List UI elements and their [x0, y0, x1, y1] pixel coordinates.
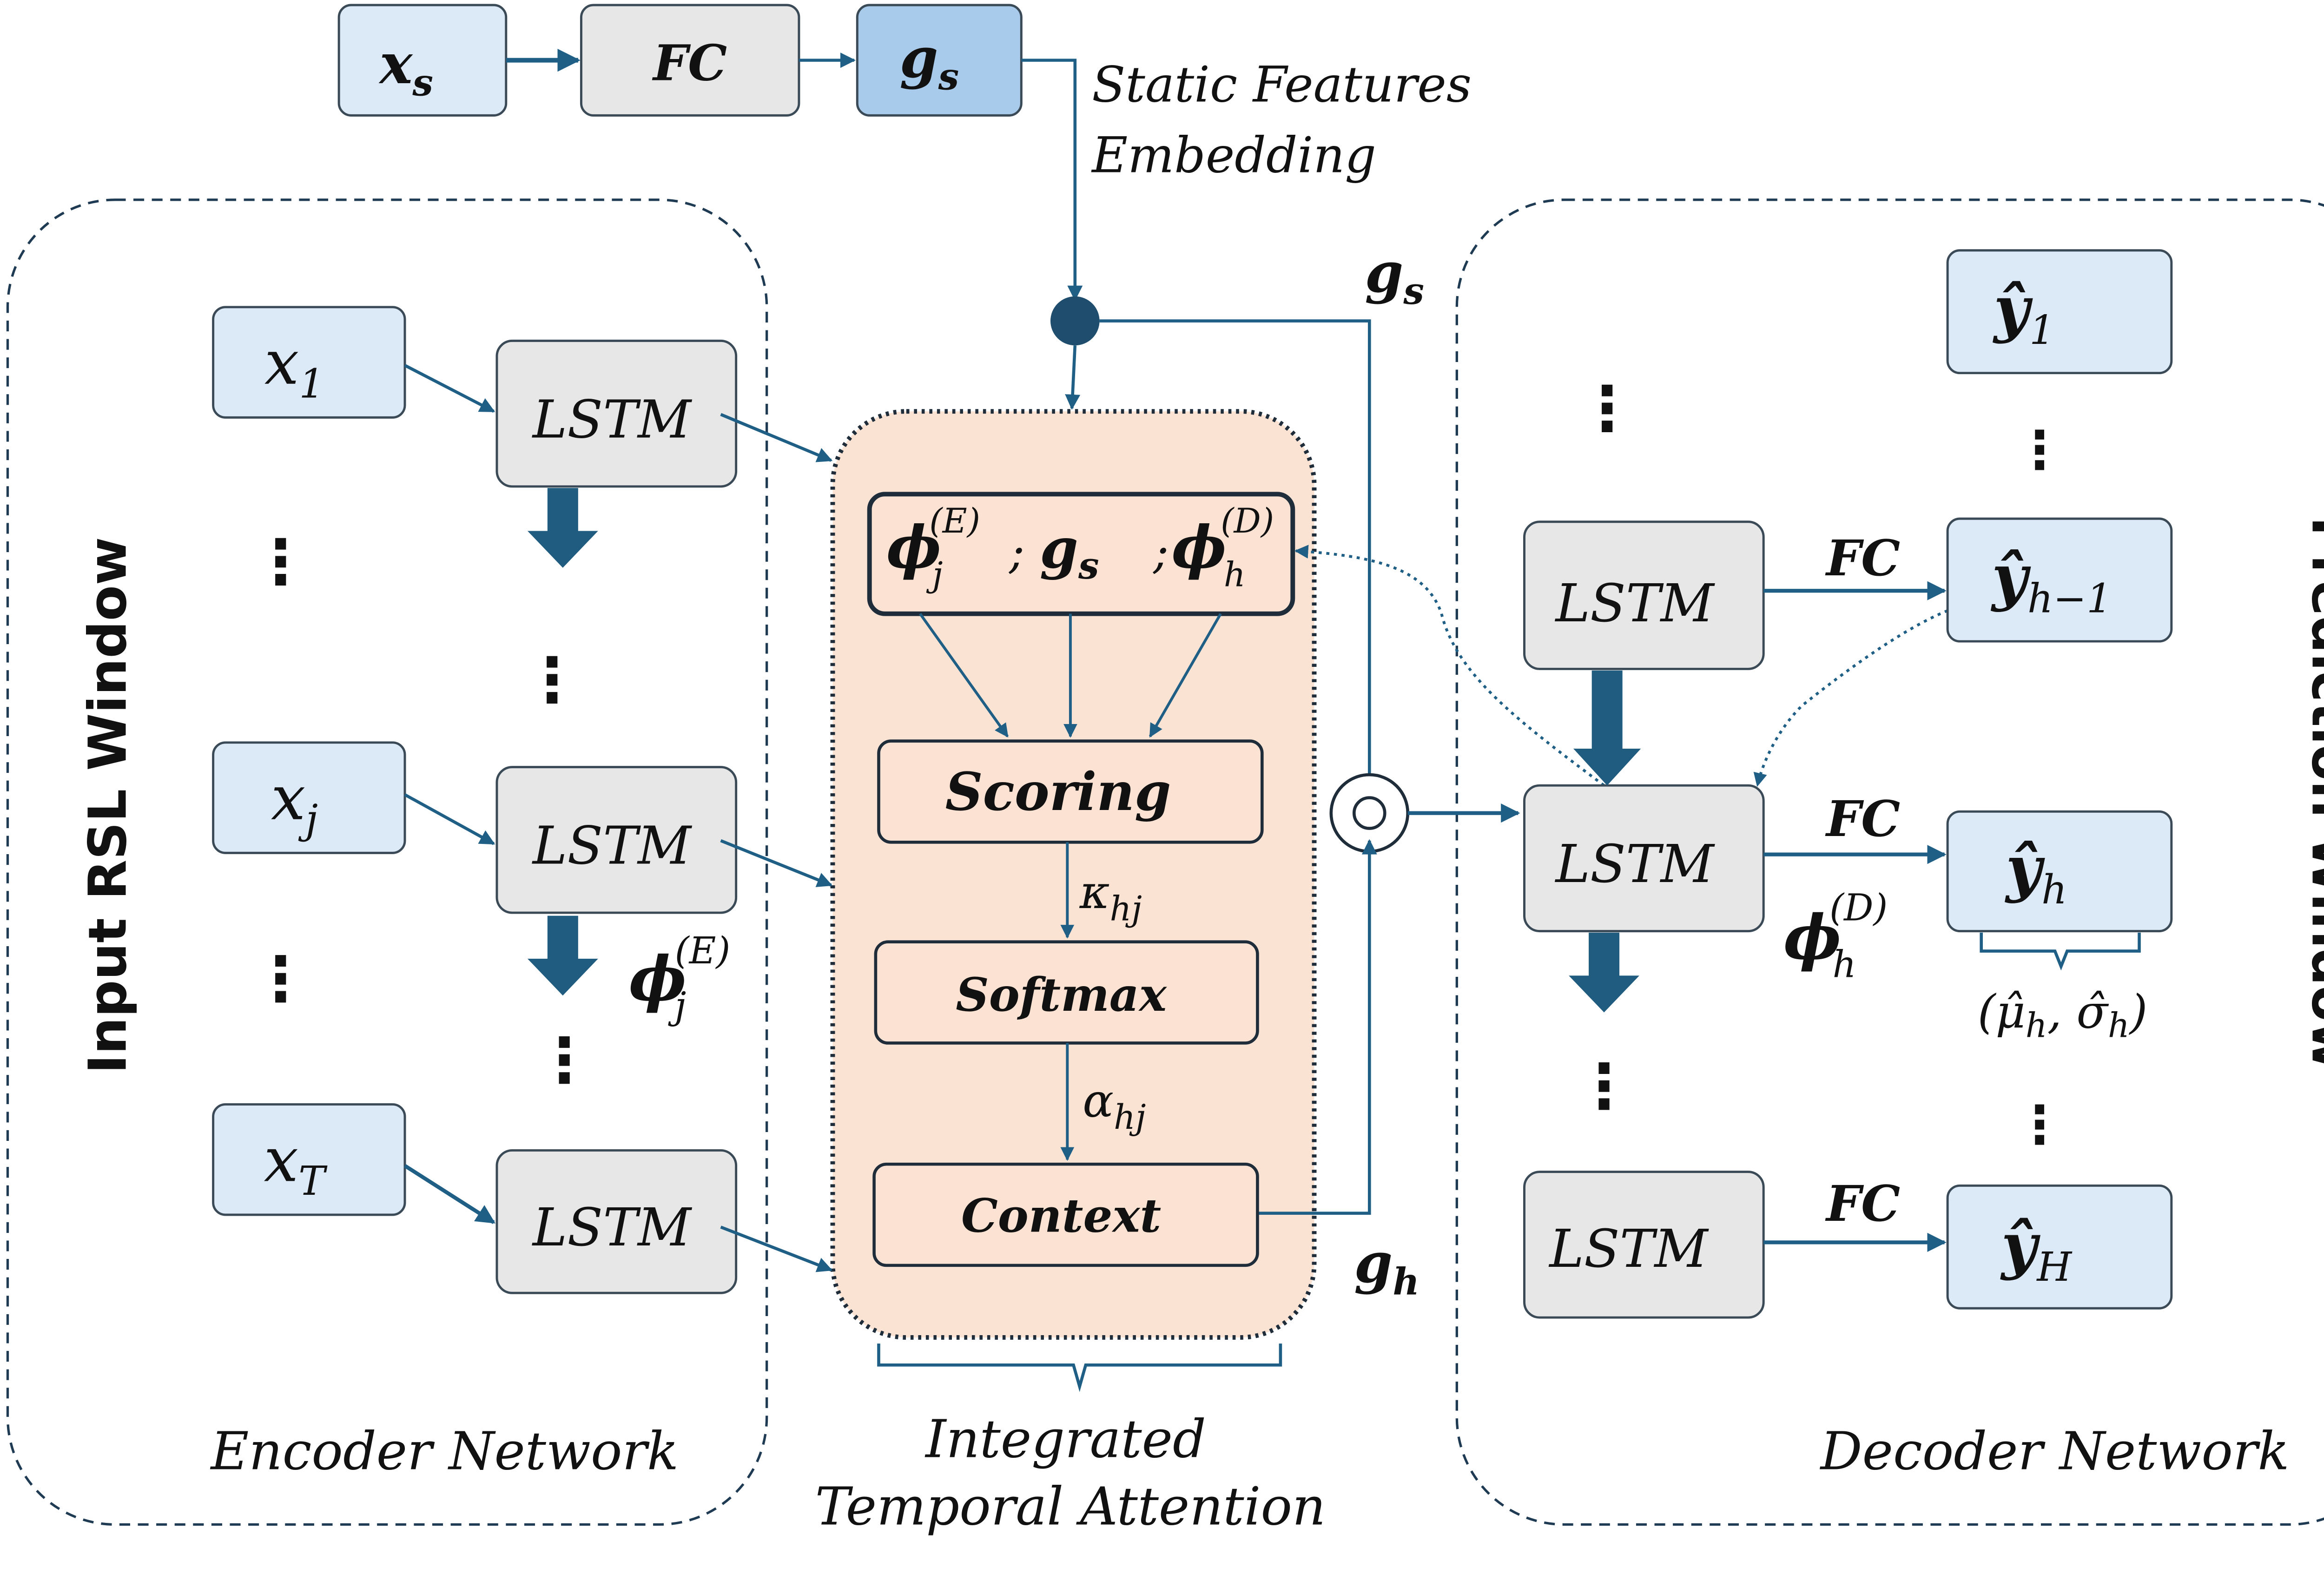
concat-sep-1: ; — [1008, 526, 1024, 579]
gs-right-label: gs — [1365, 240, 1424, 313]
decoder-phi-sub: h — [1833, 943, 1856, 986]
x1-to-lstm-arrow — [404, 364, 495, 413]
static-fc-label: FC — [652, 34, 727, 92]
encoder-dots-center-2: ⋮ — [534, 1025, 595, 1096]
encoder-side-label: Input RSL Window — [78, 537, 139, 1074]
concat-box — [867, 492, 1295, 616]
encoder-title: Encoder Network — [210, 1422, 679, 1482]
decoder-side-label: Prediction Window — [2300, 517, 2324, 1070]
output-y1-label: ŷ1 — [1992, 273, 2054, 354]
encoder-phi-sup: (E) — [675, 929, 731, 972]
decoder-fc-label-prev: FC — [1825, 529, 1900, 587]
concat-phi-d-sub: h — [1224, 555, 1246, 594]
concat-sep-2: ; — [1152, 526, 1169, 579]
context-to-merge-line — [1257, 839, 1377, 1215]
scoring-box — [877, 739, 1264, 844]
encoder-lstm-T-label: LSTM — [532, 1198, 693, 1258]
concat-to-scoring-arrow-left — [919, 612, 1009, 738]
encoder-dots-center-1: ⋮ — [522, 645, 583, 716]
gs-to-join-line — [1021, 59, 1083, 301]
concat-gs: gs — [1040, 516, 1099, 587]
decoder-thick-arrow-2 — [1569, 932, 1639, 1013]
decoder-lstm-H — [1523, 1171, 1765, 1319]
concat-phi-d-sup: (D) — [1221, 502, 1274, 541]
lstm1-to-attention-arrow — [720, 413, 833, 462]
xj-to-lstm-arrow — [404, 793, 495, 845]
gh-label: gh — [1354, 1231, 1419, 1303]
join-node — [1050, 296, 1100, 346]
output-params-label: (μ̂h, σ̂h) — [1978, 985, 2148, 1045]
encoder-dots-left-1: ⋮ — [250, 527, 311, 598]
decoder-dots-right-1: ⋮ — [2014, 420, 2066, 481]
encoder-input-x1-label: x1 — [264, 328, 324, 408]
encoder-input-xT-box — [212, 1103, 406, 1216]
encoder-panel — [6, 198, 768, 1526]
prev-output-feedback-arrow — [1753, 609, 1948, 787]
encoder-lstm-j — [495, 766, 738, 914]
decoder-fc-label-H: FC — [1825, 1175, 1900, 1232]
output-yh-1-box — [1946, 517, 2173, 643]
output-yh-1-label: ŷh−1 — [1990, 541, 2112, 622]
output-params-bracket — [1980, 932, 2141, 971]
encoder-dots-left-2: ⋮ — [250, 944, 311, 1015]
decoder-dots-right-2: ⋮ — [2014, 1095, 2066, 1155]
decoder-title: Decoder Network — [1820, 1422, 2290, 1482]
decoder-thick-arrow-1 — [1573, 670, 1641, 786]
encoder-lstm-1-label: LSTM — [532, 389, 693, 450]
encoder-phi-label: ϕ — [629, 943, 687, 1015]
decoder-lstm-h-label: LSTM — [1555, 834, 1716, 895]
decoder-dots-left-1: ⋮ — [1577, 374, 1638, 445]
concat-phi-e: ϕ — [886, 513, 941, 582]
encoder-lstm-j-label: LSTM — [532, 816, 693, 876]
alpha-label: αhj — [1083, 1074, 1146, 1137]
xs-label: xs — [378, 32, 433, 104]
encoder-thick-arrow-1 — [527, 488, 598, 568]
softmax-label: Softmax — [956, 968, 1167, 1022]
static-caption-line2: Embedding — [1091, 126, 1376, 184]
lstmj-to-attention-arrow — [720, 839, 833, 887]
scoring-label: Scoring — [945, 762, 1171, 823]
attention-bracket — [877, 1343, 1282, 1392]
context-box — [872, 1162, 1259, 1267]
encoder-input-xT-label: xT — [264, 1125, 328, 1205]
attention-title-line1: Integrated — [924, 1409, 1206, 1469]
attention-panel — [830, 409, 1317, 1340]
concat-phi-d: ϕ — [1172, 513, 1227, 582]
output-yH-box — [1946, 1184, 2173, 1310]
gs-right-line — [1099, 319, 1371, 786]
decoder-lstm-h — [1523, 784, 1765, 933]
softmax-box — [874, 940, 1259, 1045]
lstmT-to-attention-arrow — [720, 1225, 833, 1272]
decoder-lstm-prev-label: LSTM — [1555, 573, 1716, 634]
merge-node-inner — [1352, 796, 1386, 830]
join-to-attention-arrow — [1065, 345, 1081, 410]
attention-title-line2: Temporal Attention — [815, 1476, 1326, 1537]
output-yH-label: ŷH — [2000, 1210, 2073, 1291]
decoder-phi-sup: (D) — [1829, 887, 1888, 929]
concat-to-scoring-arrow-right — [1149, 613, 1222, 738]
output-yh-label: ŷh — [2004, 833, 2067, 914]
context-label: Context — [961, 1189, 1161, 1243]
decoder-phi-label: ϕ — [1783, 902, 1841, 974]
concat-phi-e-sup: (E) — [929, 502, 980, 541]
decoder-dots-left-2: ⋮ — [1573, 1051, 1635, 1122]
gs-label: gs — [900, 26, 959, 98]
decoder-state-feedback-arrow — [1294, 545, 1605, 787]
kappa-label: κhj — [1079, 866, 1142, 929]
static-caption-line1: Static Features — [1092, 56, 1472, 113]
decoder-lstm-prev — [1523, 520, 1765, 670]
output-y1-box — [1946, 249, 2173, 375]
encoder-lstm-1 — [495, 339, 738, 488]
decoder-fc-label-h: FC — [1825, 790, 1900, 848]
encoder-lstm-T — [495, 1149, 738, 1294]
encoder-input-xj-box — [212, 741, 406, 854]
output-yh-box — [1946, 810, 2173, 933]
encoder-thick-arrow-2 — [527, 915, 598, 996]
encoder-input-x1-box — [212, 306, 406, 419]
decoder-lstm-H-label: LSTM — [1548, 1219, 1709, 1279]
xT-to-lstm-arrow — [403, 1164, 495, 1224]
